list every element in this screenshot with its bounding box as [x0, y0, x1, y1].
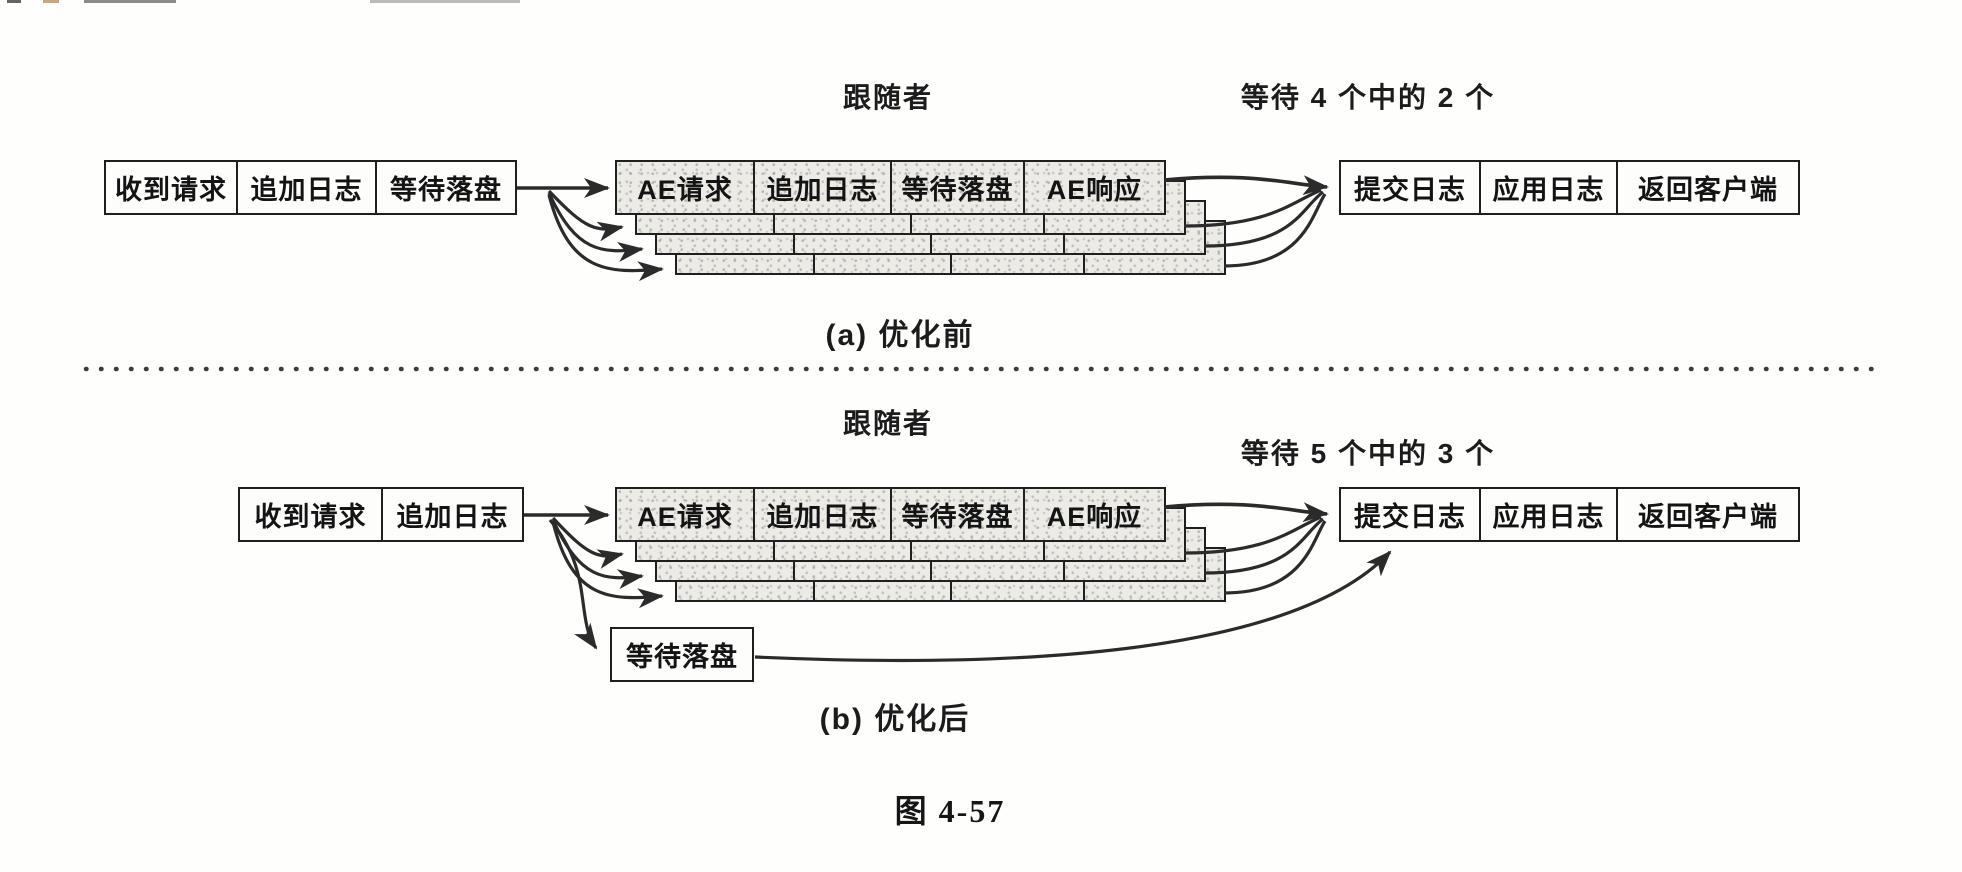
panel-a-caption: (a) 优化前 — [825, 319, 975, 352]
pipeline-cell: 等待落盘 — [375, 162, 515, 213]
pipeline-cell: 追加日志 — [753, 162, 890, 213]
panel-a-follower-box: AE请求 追加日志 等待落盘 AE响应 — [615, 160, 1166, 215]
scan-artifact — [84, 0, 176, 3]
panel-b-follower-label: 跟随者 — [842, 408, 933, 439]
scan-artifact — [370, 0, 520, 3]
pipeline-cell: AE请求 — [637, 502, 733, 532]
pipeline-cell: AE请求 — [637, 175, 733, 205]
arrow-b-fan-replica-1 — [551, 516, 624, 569]
scan-artifact — [43, 0, 59, 3]
arrow-b-converge-replica-3 — [1223, 520, 1327, 595]
pipeline-cell: 等待落盘 — [890, 489, 1023, 540]
pipeline-cell: 应用日志 — [1479, 162, 1616, 213]
panel-b-wait-disk-box: 等待落盘 — [610, 627, 754, 682]
arrow-a-fan-replica-1 — [547, 189, 624, 242]
panel-b-quorum-label: 等待 5 个中的 3 个 — [1240, 438, 1496, 469]
arrow-a-follower-to-commit — [1163, 175, 1329, 196]
panel-a-leader-box: 收到请求 追加日志 等待落盘 — [104, 160, 517, 215]
pipeline-cell: 提交日志 — [1354, 175, 1466, 205]
pipeline-cell: AE响应 — [1023, 162, 1164, 213]
panel-b-follower-box: AE请求 追加日志 等待落盘 AE响应 — [615, 487, 1166, 542]
panel-b-commit-box: 提交日志 应用日志 返回客户端 — [1339, 487, 1800, 542]
pipeline-cell: 返回客户端 — [1616, 162, 1798, 213]
pipeline-cell: 追加日志 — [236, 162, 375, 213]
arrow-b-leader-to-wait-disk — [548, 518, 598, 650]
scan-artifact — [7, 0, 21, 3]
panel-a-quorum-label: 等待 4 个中的 2 个 — [1240, 82, 1496, 113]
pipeline-cell: 等待落盘 — [626, 642, 738, 672]
pipeline-cell: 等待落盘 — [890, 162, 1023, 213]
pipeline-cell: 应用日志 — [1479, 489, 1616, 540]
pipeline-cell: 收到请求 — [254, 502, 367, 532]
pipeline-cell: 收到请求 — [115, 175, 227, 205]
figure-caption: 图 4-57 — [894, 793, 1006, 829]
panel-b-leader-box: 收到请求 追加日志 — [238, 487, 524, 542]
arrow-a-converge-replica-3 — [1223, 193, 1327, 268]
panel-a-follower-label: 跟随者 — [842, 82, 933, 113]
pipeline-cell: 追加日志 — [753, 489, 890, 540]
pipeline-cell: 提交日志 — [1354, 502, 1466, 532]
panel-a-commit-box: 提交日志 应用日志 返回客户端 — [1339, 160, 1800, 215]
panel-b-caption: (b) 优化后 — [819, 703, 971, 736]
pipeline-cell: 追加日志 — [381, 489, 522, 540]
pipeline-cell: AE响应 — [1023, 489, 1164, 540]
pipeline-cell: 返回客户端 — [1616, 489, 1798, 540]
arrow-b-follower-to-commit — [1163, 502, 1329, 523]
